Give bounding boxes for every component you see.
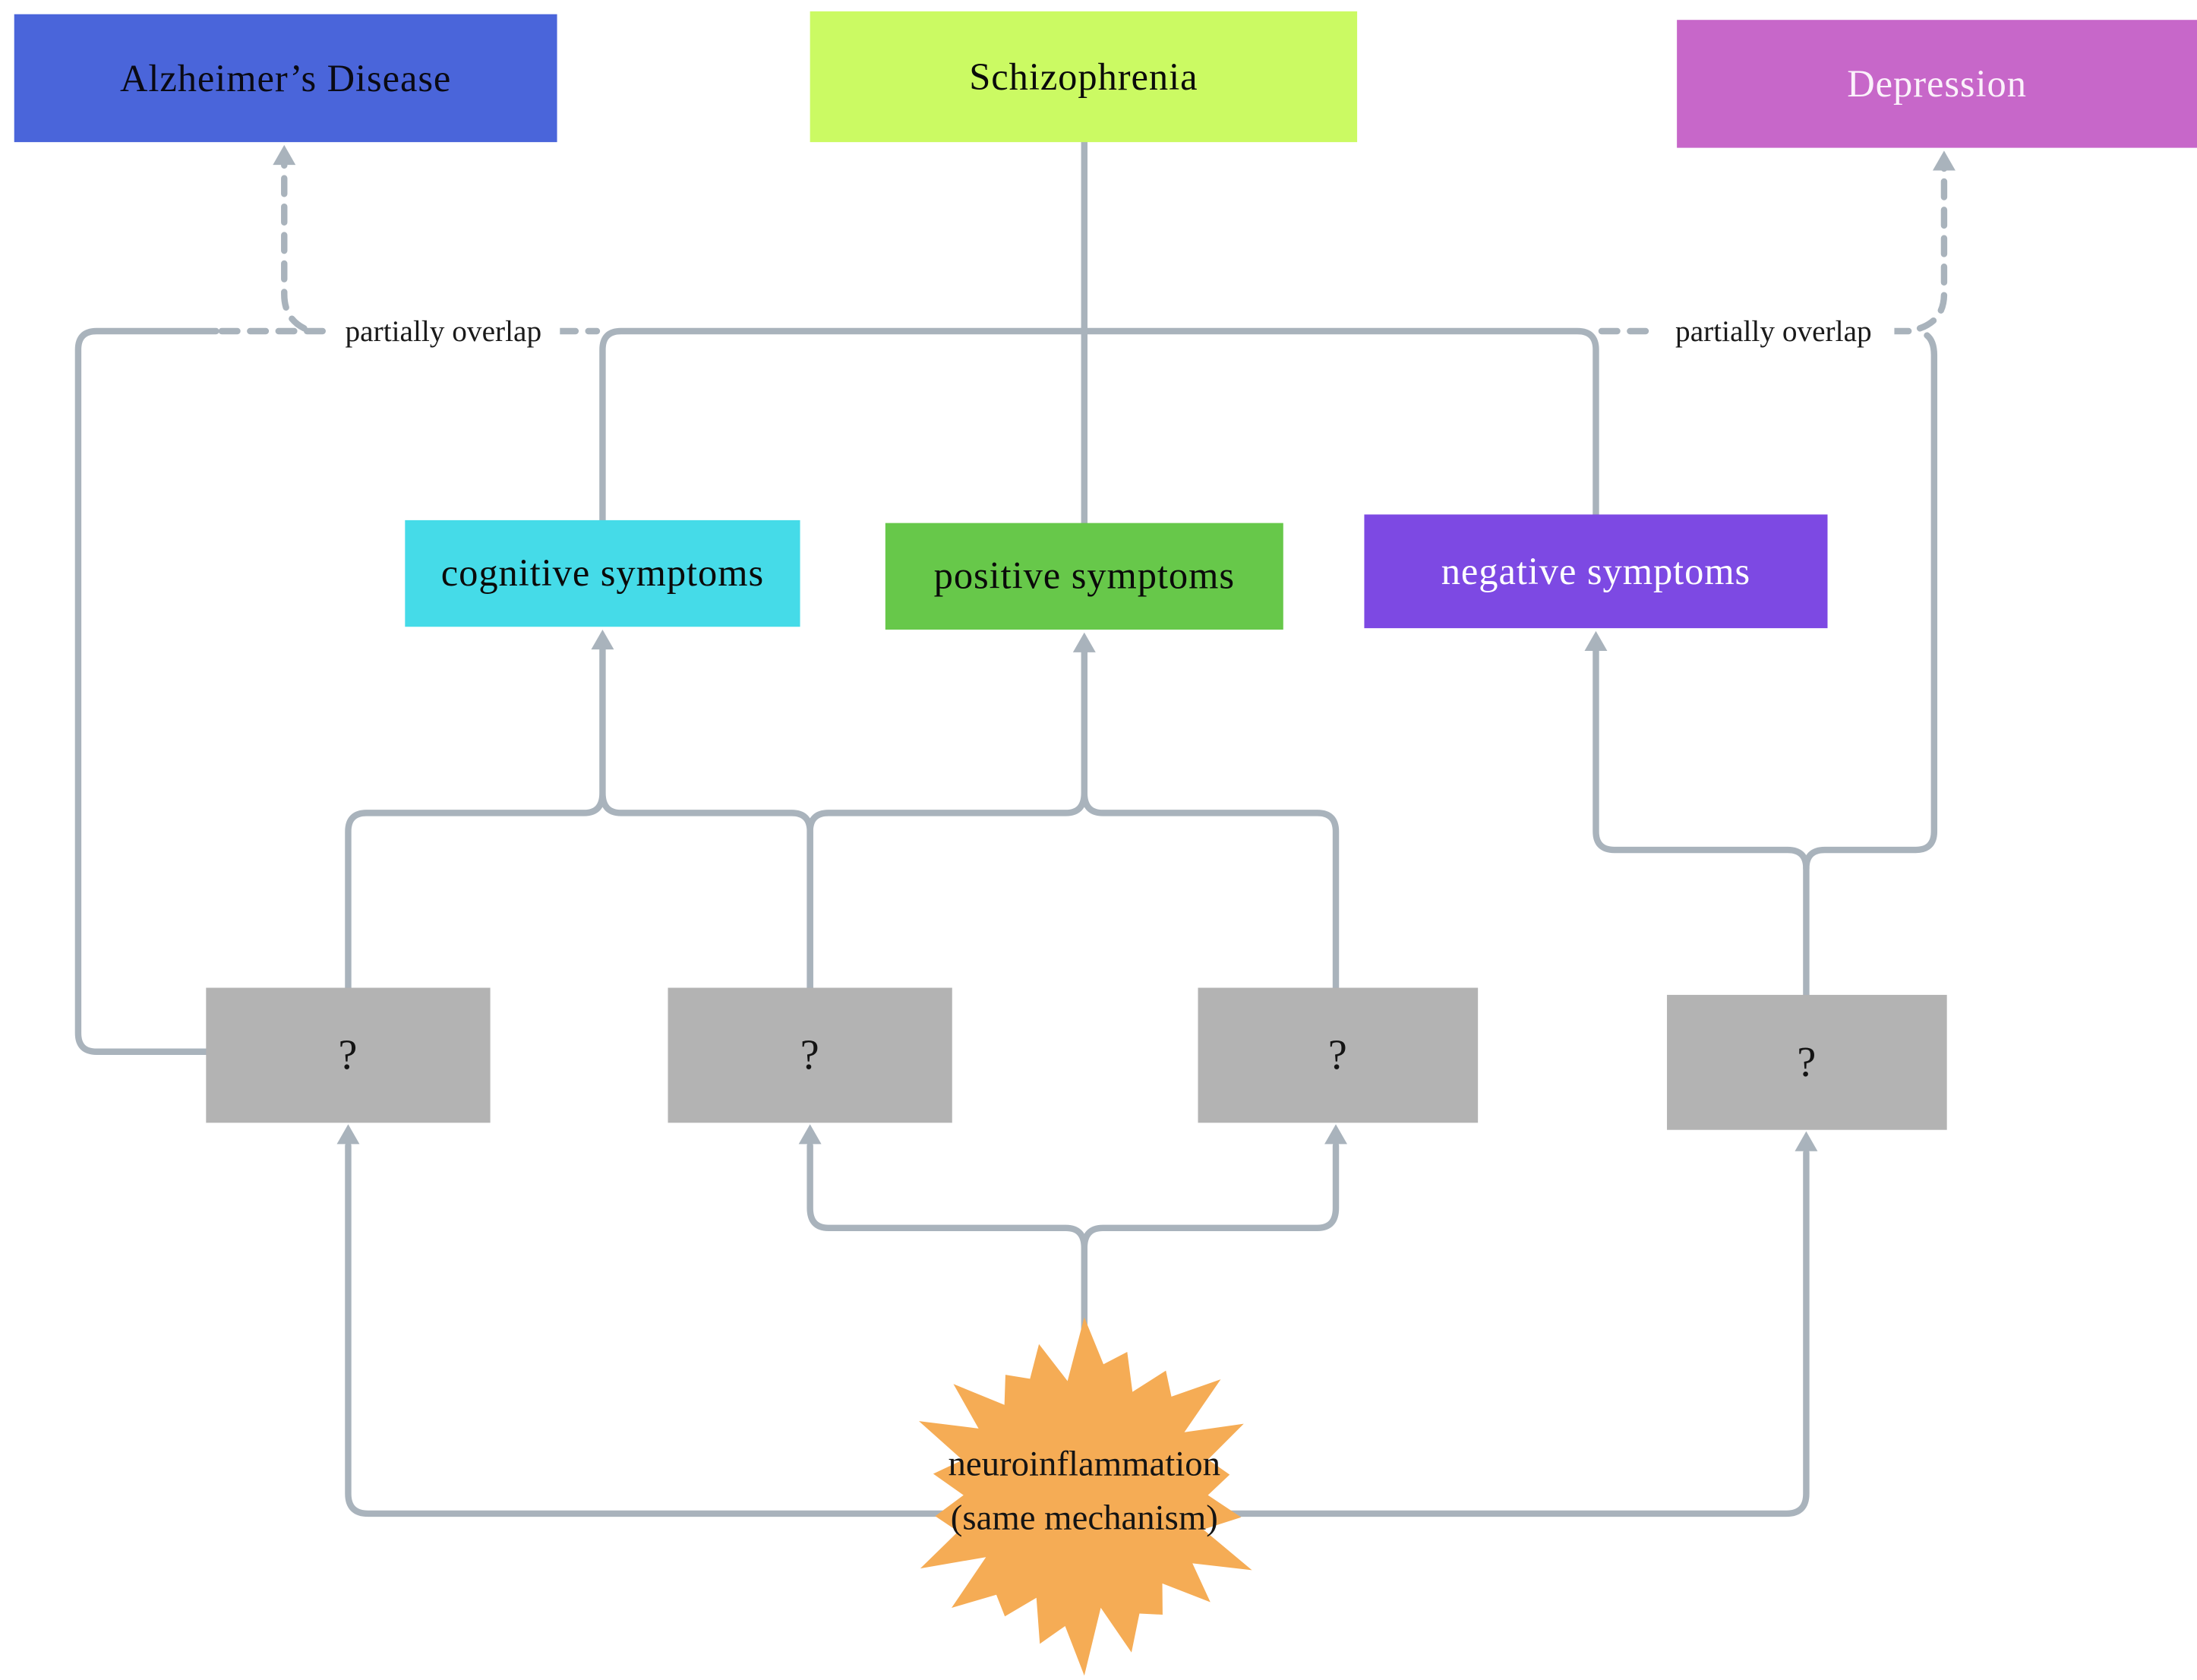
arrowhead-depression	[1932, 150, 1956, 171]
edge-mechanism-unknown23	[807, 1142, 1340, 1425]
node-depression: Depression	[1677, 20, 2197, 148]
node-unknown-2-label: ?	[800, 1031, 820, 1078]
node-unknown-3: ?	[1198, 987, 1479, 1123]
node-alzheimers-disease: Alzheimer’s Disease	[14, 14, 557, 143]
arrowhead-negative	[1584, 630, 1608, 652]
node-cognitive-symptoms: cognitive symptoms	[405, 519, 800, 627]
node-depression-label: Depression	[1847, 62, 2027, 105]
node-unknown-3-label: ?	[1327, 1031, 1348, 1078]
node-alzheimers-label: Alzheimer’s Disease	[119, 55, 452, 99]
node-unknown-4-label: ?	[1797, 1037, 1817, 1085]
edge-unknown4-negative	[1593, 647, 1810, 999]
arrowhead-unknown4	[1795, 1131, 1818, 1151]
arrowhead-cognitive	[591, 629, 614, 650]
arrowhead-unknown3	[1324, 1124, 1347, 1145]
edge-overlap-left-arrow	[281, 156, 308, 332]
arrowhead-alzheimers	[273, 144, 296, 166]
edge-unknown23-positive	[807, 647, 1340, 991]
node-unknown-1-label: ?	[338, 1031, 358, 1078]
node-positive-symptoms: positive symptoms	[885, 523, 1283, 630]
node-negative-symptoms: negative symptoms	[1364, 514, 1828, 629]
node-negative-label: negative symptoms	[1441, 549, 1751, 592]
arrowhead-positive	[1072, 632, 1096, 652]
edge-mechanism-unknown1	[345, 1142, 1088, 1517]
annotation-partially-overlap-right: partially overlap	[1652, 312, 1895, 350]
edge-unknown1-alzheimers	[74, 327, 219, 1055]
node-unknown-4: ?	[1667, 994, 1947, 1130]
mechanism-line1: neuroinflammation	[948, 1445, 1221, 1484]
edge-schizophrenia-branch	[599, 327, 1599, 526]
node-positive-label: positive symptoms	[933, 554, 1235, 597]
node-cognitive-label: cognitive symptoms	[440, 551, 765, 595]
arrowhead-unknown1	[336, 1124, 360, 1145]
edge-depression-unknown4	[1803, 332, 1938, 872]
edge-mechanism-unknown4	[1081, 1149, 1810, 1517]
node-unknown-2: ?	[668, 987, 952, 1123]
edge-unknown12-cognitive	[345, 645, 813, 991]
mechanism-text: neuroinflammation (same mechanism)	[857, 1438, 1312, 1546]
node-schizophrenia: Schizophrenia	[810, 11, 1358, 143]
mechanism-line2: (same mechanism)	[950, 1499, 1218, 1538]
node-schizophrenia-label: Schizophrenia	[969, 55, 1198, 98]
annotation-partially-overlap-left: partially overlap	[327, 312, 560, 350]
arrowhead-unknown2	[798, 1124, 822, 1145]
edge-overlap-right-arrow	[1916, 161, 1948, 332]
neuroinflammation-starburst	[918, 1317, 1252, 1676]
node-unknown-1: ?	[206, 987, 491, 1123]
